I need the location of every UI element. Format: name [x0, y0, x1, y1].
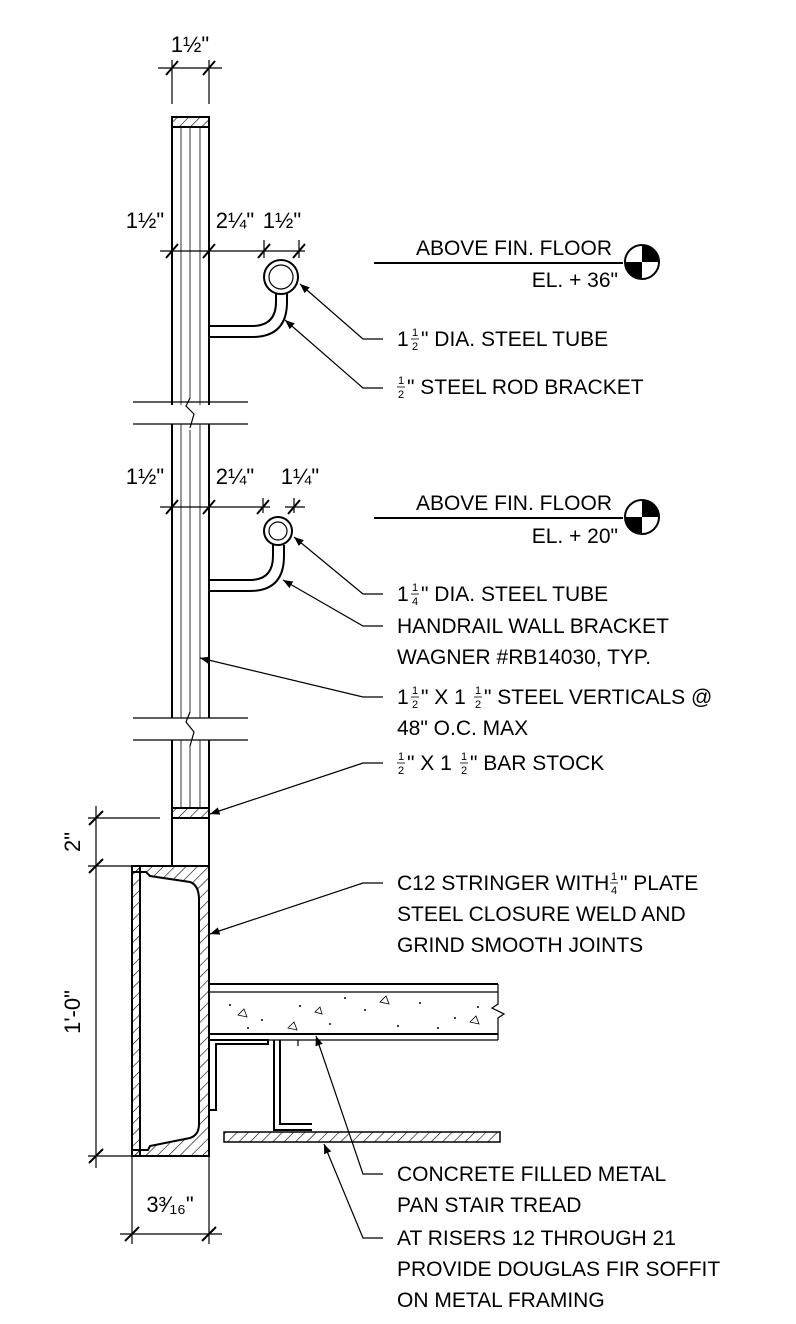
svg-text:" DIA. STEEL TUBE: " DIA. STEEL TUBE: [421, 328, 608, 351]
svg-text:1: 1: [397, 583, 409, 606]
dim-lower-gap-label: 2¼": [216, 464, 254, 489]
elevation-lower-value: EL. + 20": [532, 525, 618, 548]
note-verticals: 1 1 2 " X 1 1 2 " STEEL VERTICALS @ 48" …: [397, 685, 712, 740]
svg-text:" DIA. STEEL TUBE: " DIA. STEEL TUBE: [421, 583, 608, 606]
note-wall-bracket: HANDRAIL WALL BRACKET WAGNER #RB14030, T…: [397, 615, 669, 669]
leader-lines: [199, 283, 383, 1239]
svg-text:4: 4: [611, 885, 617, 897]
svg-text:1: 1: [397, 328, 409, 351]
dimension-stringer-width: 3³⁄₁₆": [120, 1156, 222, 1244]
dim-upper-gap-label: 2¼": [216, 208, 254, 233]
svg-text:PROVIDE DOUGLAS FIR SOFFIT: PROVIDE DOUGLAS FIR SOFFIT: [397, 1258, 720, 1281]
dim-stringer-width-label: 3³⁄₁₆": [146, 1192, 193, 1217]
elevation-upper-value: EL. + 36": [532, 269, 618, 292]
svg-text:1: 1: [398, 375, 404, 387]
dim-upper-offset-label: 1½": [126, 208, 164, 233]
upper-handrail: 1½" 2¼" 1½": [126, 208, 306, 338]
dim-bar-height-label: 2": [60, 832, 85, 852]
svg-text:2: 2: [412, 699, 418, 711]
svg-text:AT RISERS 12 THROUGH 21: AT RISERS 12 THROUGH 21: [397, 1227, 676, 1250]
dim-lower-offset-label: 1½": [126, 464, 164, 489]
svg-text:2: 2: [398, 765, 404, 777]
elevation-marker-lower: ABOVE FIN. FLOOR EL. + 20": [374, 492, 660, 548]
svg-text:1: 1: [397, 686, 409, 709]
svg-text:1: 1: [412, 327, 418, 339]
svg-text:" BAR STOCK: " BAR STOCK: [470, 752, 604, 775]
svg-text:" X 1: " X 1: [407, 752, 452, 775]
svg-text:2: 2: [461, 765, 467, 777]
svg-text:48" O.C. MAX: 48" O.C. MAX: [397, 717, 528, 740]
svg-text:C12 STRINGER WITH: C12 STRINGER WITH: [397, 872, 609, 895]
bar-stock: [171, 807, 210, 819]
svg-text:1: 1: [412, 685, 418, 697]
metal-framing: [209, 1039, 312, 1131]
lower-steel-tube: [263, 516, 293, 546]
svg-text:ON METAL FRAMING: ON METAL FRAMING: [397, 1289, 605, 1312]
dim-upper-tube-label: 1½": [263, 208, 301, 233]
svg-text:2: 2: [412, 341, 418, 353]
douglas-fir-soffit: [223, 1131, 501, 1143]
svg-text:4: 4: [412, 596, 418, 608]
elevation-marker-upper: ABOVE FIN. FLOOR EL. + 36": [374, 237, 660, 292]
dimension-top-width: 1½": [158, 32, 222, 104]
upper-rod-bracket: [209, 293, 277, 327]
svg-text:" X 1: " X 1: [421, 686, 466, 709]
svg-text:1: 1: [412, 582, 418, 594]
concrete-tread: [209, 983, 506, 1041]
svg-text:" PLATE: " PLATE: [620, 872, 698, 895]
note-upper-tube: 1 1 2 " DIA. STEEL TUBE: [397, 327, 608, 353]
note-rod-bracket: 1 2 " STEEL ROD BRACKET: [397, 375, 644, 401]
svg-text:" STEEL VERTICALS @: " STEEL VERTICALS @: [484, 686, 712, 709]
elevation-upper-label: ABOVE FIN. FLOOR: [416, 237, 612, 260]
svg-text:2: 2: [398, 389, 404, 401]
dimension-bar-height: 2" 1'-0": [60, 806, 160, 1168]
c12-stringer: [131, 865, 210, 1157]
svg-text:PAN STAIR TREAD: PAN STAIR TREAD: [397, 1194, 581, 1217]
dim-stringer-height-label: 1'-0": [60, 990, 85, 1034]
svg-text:2: 2: [475, 699, 481, 711]
svg-text:" STEEL ROD BRACKET: " STEEL ROD BRACKET: [407, 376, 644, 399]
steel-vertical-post: [133, 127, 248, 808]
svg-text:CONCRETE FILLED METAL: CONCRETE FILLED METAL: [397, 1163, 666, 1186]
svg-text:HANDRAIL WALL BRACKET: HANDRAIL WALL BRACKET: [397, 615, 669, 638]
dim-lower-tube-label: 1¼": [281, 464, 319, 489]
svg-text:STEEL CLOSURE WELD AND: STEEL CLOSURE WELD AND: [397, 903, 686, 926]
note-stringer: C12 STRINGER WITH 1 4 " PLATE STEEL CLOS…: [397, 871, 698, 957]
svg-text:1: 1: [398, 751, 404, 763]
svg-text:WAGNER #RB14030, TYP.: WAGNER #RB14030, TYP.: [397, 646, 651, 669]
note-tread: CONCRETE FILLED METAL PAN STAIR TREAD: [397, 1163, 666, 1217]
note-bar-stock: 1 2 " X 1 1 2 " BAR STOCK: [397, 751, 604, 777]
lower-wall-bracket: [209, 545, 274, 581]
svg-text:GRIND SMOOTH JOINTS: GRIND SMOOTH JOINTS: [397, 934, 643, 957]
svg-text:1: 1: [611, 871, 617, 883]
lower-handrail: 1½" 2¼" 1¼": [126, 464, 319, 592]
svg-text:1: 1: [475, 685, 481, 697]
note-soffit: AT RISERS 12 THROUGH 21 PROVIDE DOUGLAS …: [397, 1227, 720, 1312]
top-cap-plate: [171, 116, 210, 128]
svg-text:1: 1: [461, 751, 467, 763]
upper-steel-tube: [263, 259, 299, 295]
note-lower-tube: 1 1 4 " DIA. STEEL TUBE: [397, 582, 608, 608]
elevation-lower-label: ABOVE FIN. FLOOR: [416, 492, 612, 515]
dim-top-width-label: 1½": [171, 32, 209, 57]
